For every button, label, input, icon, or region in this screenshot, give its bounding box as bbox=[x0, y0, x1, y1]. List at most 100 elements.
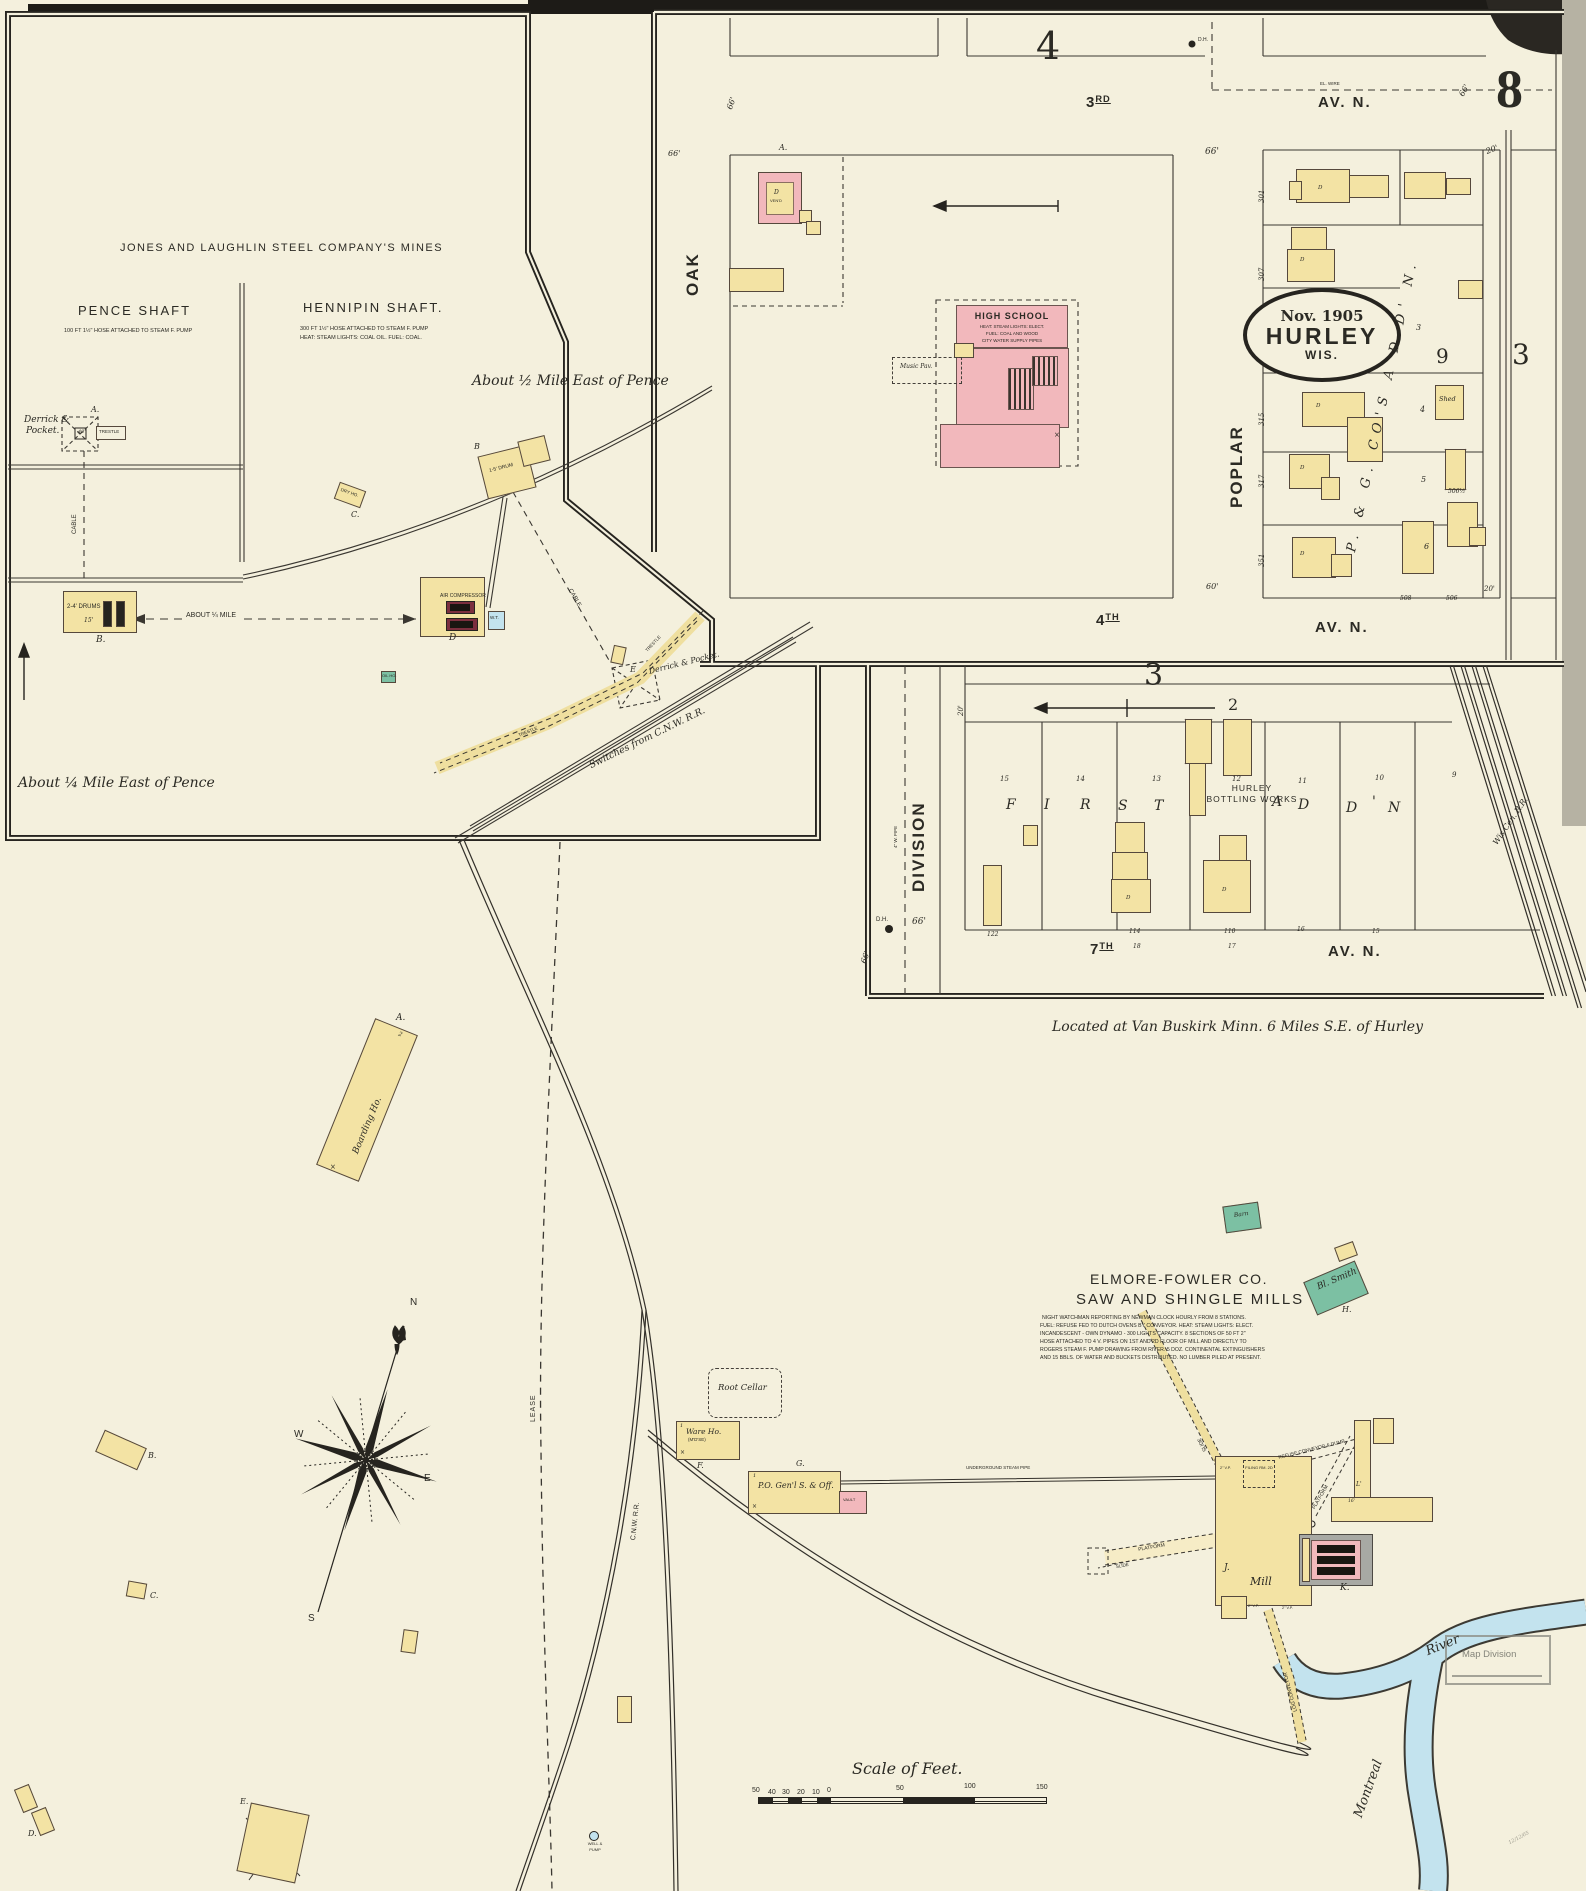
trestle-edges bbox=[433, 610, 704, 774]
derrick-pocket-west-1: Derrick & bbox=[24, 415, 70, 425]
blacksmith-letter: H. bbox=[1342, 1305, 1352, 1314]
lot-9: 9 bbox=[1452, 771, 1457, 779]
general-store bbox=[748, 1471, 841, 1514]
music-pavilion-outline bbox=[892, 357, 962, 384]
water-tank-label: W.T. bbox=[490, 615, 499, 620]
music-pavilion-label: Music Pav. bbox=[900, 363, 933, 370]
first-t: T bbox=[1154, 798, 1164, 814]
root-cellar-label: Root Cellar bbox=[718, 1383, 767, 1393]
dwelling-d-letter: D. bbox=[28, 1829, 37, 1838]
page-edge-strip bbox=[1562, 0, 1586, 826]
street-3rd-suffix: RD bbox=[1095, 94, 1111, 104]
well-pump-label-2: PUMP bbox=[589, 1847, 601, 1852]
quarter-mile-note: About ¼ Mile East of Pence bbox=[18, 775, 215, 791]
mines-title: JONES AND LAUGHLIN STEEL COMPANY'S MINES bbox=[120, 242, 444, 254]
mill-east-wing-top bbox=[1373, 1418, 1394, 1444]
engine-house-strip bbox=[1302, 1538, 1310, 1582]
addn-d1: D bbox=[1298, 797, 1310, 813]
scale-30: 30 bbox=[782, 1789, 790, 1796]
derrick-a-letter: A. bbox=[91, 405, 100, 414]
pg-house-307a bbox=[1291, 227, 1327, 250]
well-pump-circle bbox=[589, 1831, 599, 1841]
block-2-number: 2 bbox=[1228, 695, 1239, 714]
compass-rose bbox=[295, 1325, 437, 1613]
derrick-40ft: 40' bbox=[78, 429, 86, 435]
vault-label: VAULT bbox=[843, 1497, 856, 1502]
mill-east-wing-h bbox=[1331, 1497, 1433, 1522]
veneered-house-letter: D bbox=[774, 189, 779, 196]
filing-room bbox=[1243, 1460, 1275, 1488]
wing-16ft: 16' bbox=[1348, 1499, 1355, 1504]
house-annex-2 bbox=[806, 221, 821, 235]
street-division: DIVISION bbox=[909, 801, 928, 892]
pence-note: 100 FT 1½" HOSE ATTACHED TO STEAM F. PUM… bbox=[64, 328, 193, 334]
root-cellar-outline bbox=[708, 1368, 782, 1418]
lease-label: LEASE bbox=[530, 1394, 537, 1422]
first-house2-a bbox=[1219, 835, 1247, 862]
first-house1-c bbox=[1111, 879, 1151, 913]
dim-66-division: 66' bbox=[912, 917, 926, 927]
half-mile-note: About ½ Mile East of Pence bbox=[472, 373, 669, 389]
lot-lines bbox=[8, 18, 1557, 994]
first-f: F bbox=[1006, 797, 1016, 813]
pg-shed-ne bbox=[1458, 280, 1483, 299]
boiler-1 bbox=[446, 601, 475, 614]
first-narrow-house bbox=[983, 865, 1002, 926]
mill-south-annex bbox=[1221, 1596, 1247, 1619]
lot-11: 11 bbox=[1298, 777, 1307, 785]
warehouse-letter: F. bbox=[697, 1461, 704, 1470]
lot-10: 10 bbox=[1375, 774, 1384, 782]
street-avn-4th: AV. N. bbox=[1315, 619, 1369, 636]
bottling-works-line1: HURLEY bbox=[1231, 783, 1273, 793]
oil-house bbox=[381, 671, 396, 683]
scale-50a: 50 bbox=[752, 1787, 760, 1794]
oval-state: WIS. bbox=[1305, 348, 1339, 363]
first-house-d2: D bbox=[1222, 887, 1227, 893]
derrick-e-letter: E bbox=[630, 665, 636, 674]
mill-label: Mill bbox=[1250, 1575, 1272, 1588]
steam-pipe-line bbox=[839, 1475, 1217, 1485]
bottling-wing bbox=[1189, 763, 1206, 816]
mill-boiler-2 bbox=[1317, 1556, 1355, 1564]
high-school-stairs-2 bbox=[1032, 356, 1058, 386]
bottling-works-line2: BOTTLING WORKS bbox=[1206, 794, 1298, 804]
pg-house-301c bbox=[1289, 181, 1302, 200]
trestle-band bbox=[434, 611, 705, 775]
warehouse-label: Ware Ho. bbox=[686, 1427, 722, 1436]
street-7th: 7TH bbox=[1090, 941, 1114, 958]
high-school-south-wing bbox=[940, 424, 1060, 468]
well-pump-label-1: WELL & bbox=[587, 1841, 603, 1846]
section-borders bbox=[5, 9, 1564, 999]
small-shed-1 bbox=[400, 1629, 419, 1654]
dim-60-4th: 60' bbox=[1206, 582, 1219, 591]
first-house2-b bbox=[1203, 860, 1251, 913]
pg-shed-lot4 bbox=[1435, 385, 1464, 420]
addn-a: A bbox=[1272, 794, 1283, 810]
lot-a-label: A. bbox=[779, 143, 788, 152]
water-tank bbox=[488, 611, 505, 630]
scale-100: 100 bbox=[964, 1783, 976, 1790]
oil-house-label: OIL HO. bbox=[382, 673, 397, 678]
drums-15ft: 15' bbox=[84, 617, 94, 624]
steam-pipe-label: UNDERGROUND STEAM PIPE bbox=[966, 1465, 1031, 1470]
mill-boiler-3 bbox=[1317, 1567, 1355, 1575]
hennipin-shaft-label: HENNIPIN SHAFT. bbox=[303, 300, 444, 315]
water-pipe-note: 4" W. PIPE bbox=[893, 825, 898, 848]
high-school-annex bbox=[954, 343, 974, 358]
derrick-structures bbox=[61, 416, 661, 709]
street-7th-num: 7 bbox=[1090, 941, 1100, 958]
pg-lot-317: 317 bbox=[1258, 474, 1266, 488]
pence-shaft-label: PENCE SHAFT bbox=[78, 303, 192, 318]
platform-l-mark: L' bbox=[1356, 1481, 1362, 1488]
first-r: R bbox=[1080, 797, 1091, 813]
high-school-name: HIGH SCHOOL bbox=[974, 311, 1050, 321]
warehouse-one: 1 bbox=[680, 1423, 684, 1429]
street-7th-suffix: TH bbox=[1099, 941, 1114, 951]
compass-e: E bbox=[424, 1473, 431, 1484]
addr-110: 110 bbox=[1224, 928, 1236, 935]
first-house-d1: D bbox=[1126, 895, 1131, 901]
mill-note-5: ROGERS STEAM F. PUMP DRAWING FROM RIVER.… bbox=[1040, 1347, 1265, 1353]
dim-20-pg-bottom: 20' bbox=[1484, 585, 1495, 593]
hennipin-b-letter: B bbox=[474, 442, 480, 451]
